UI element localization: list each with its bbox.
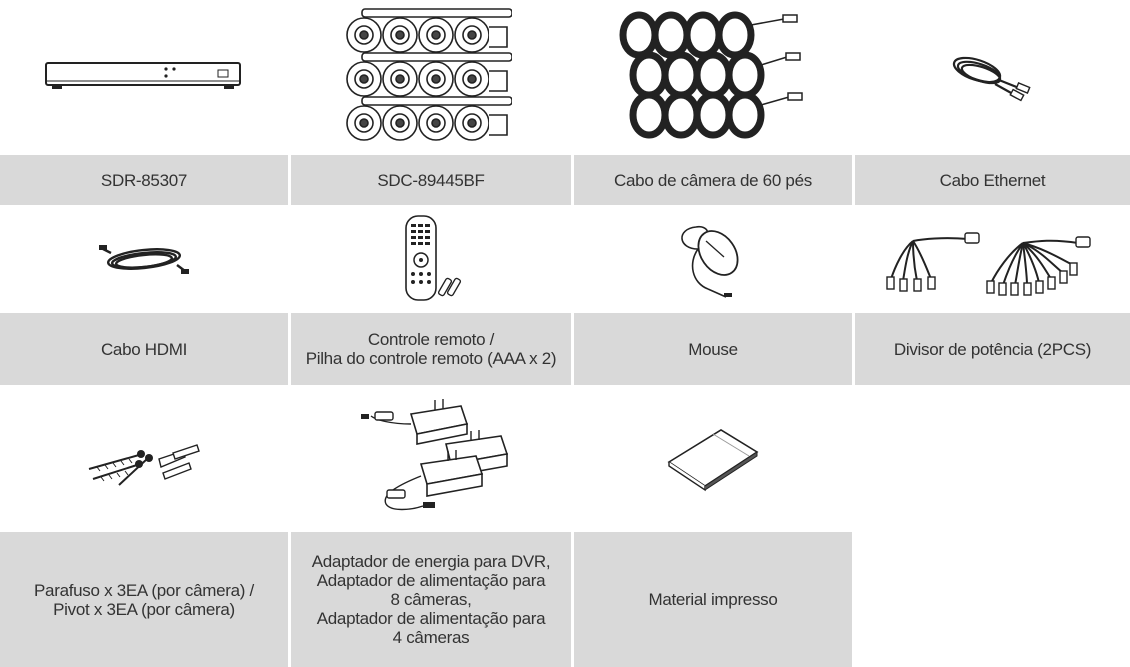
item-label-dvr: SDR-85307 [0,155,288,205]
item-label-cameras: SDC-89445BF [291,155,571,205]
item-label-printed-material: Material impresso [574,532,852,667]
screws-anchors-icon [0,390,288,528]
item-label-remote-control: Controle remoto / Pilha do controle remo… [291,313,571,385]
power-splitter-icon [855,205,1130,313]
item-label-power-adapters: Adaptador de energia para DVR, Adaptador… [291,532,571,667]
remote-control-icon [291,205,571,313]
ethernet-cable-icon [850,0,1130,150]
printed-material-icon [574,390,852,528]
hdmi-cable-icon [0,205,288,313]
bullet-cameras-icon [285,0,568,150]
item-label-ethernet-cable: Cabo Ethernet [855,155,1130,205]
item-label-power-splitter: Divisor de potência (2PCS) [855,313,1130,385]
mouse-icon [574,205,852,313]
item-label-hdmi-cable: Cabo HDMI [0,313,288,385]
item-label-camera-cable: Cabo de câmera de 60 pés [574,155,852,205]
dvr-recorder-icon [0,0,285,150]
item-label-screws: Parafuso x 3EA (por câmera) / Pivot x 3E… [0,532,288,667]
power-adapters-icon [291,390,571,528]
item-label-mouse: Mouse [574,313,852,385]
camera-cables-icon [568,0,850,150]
